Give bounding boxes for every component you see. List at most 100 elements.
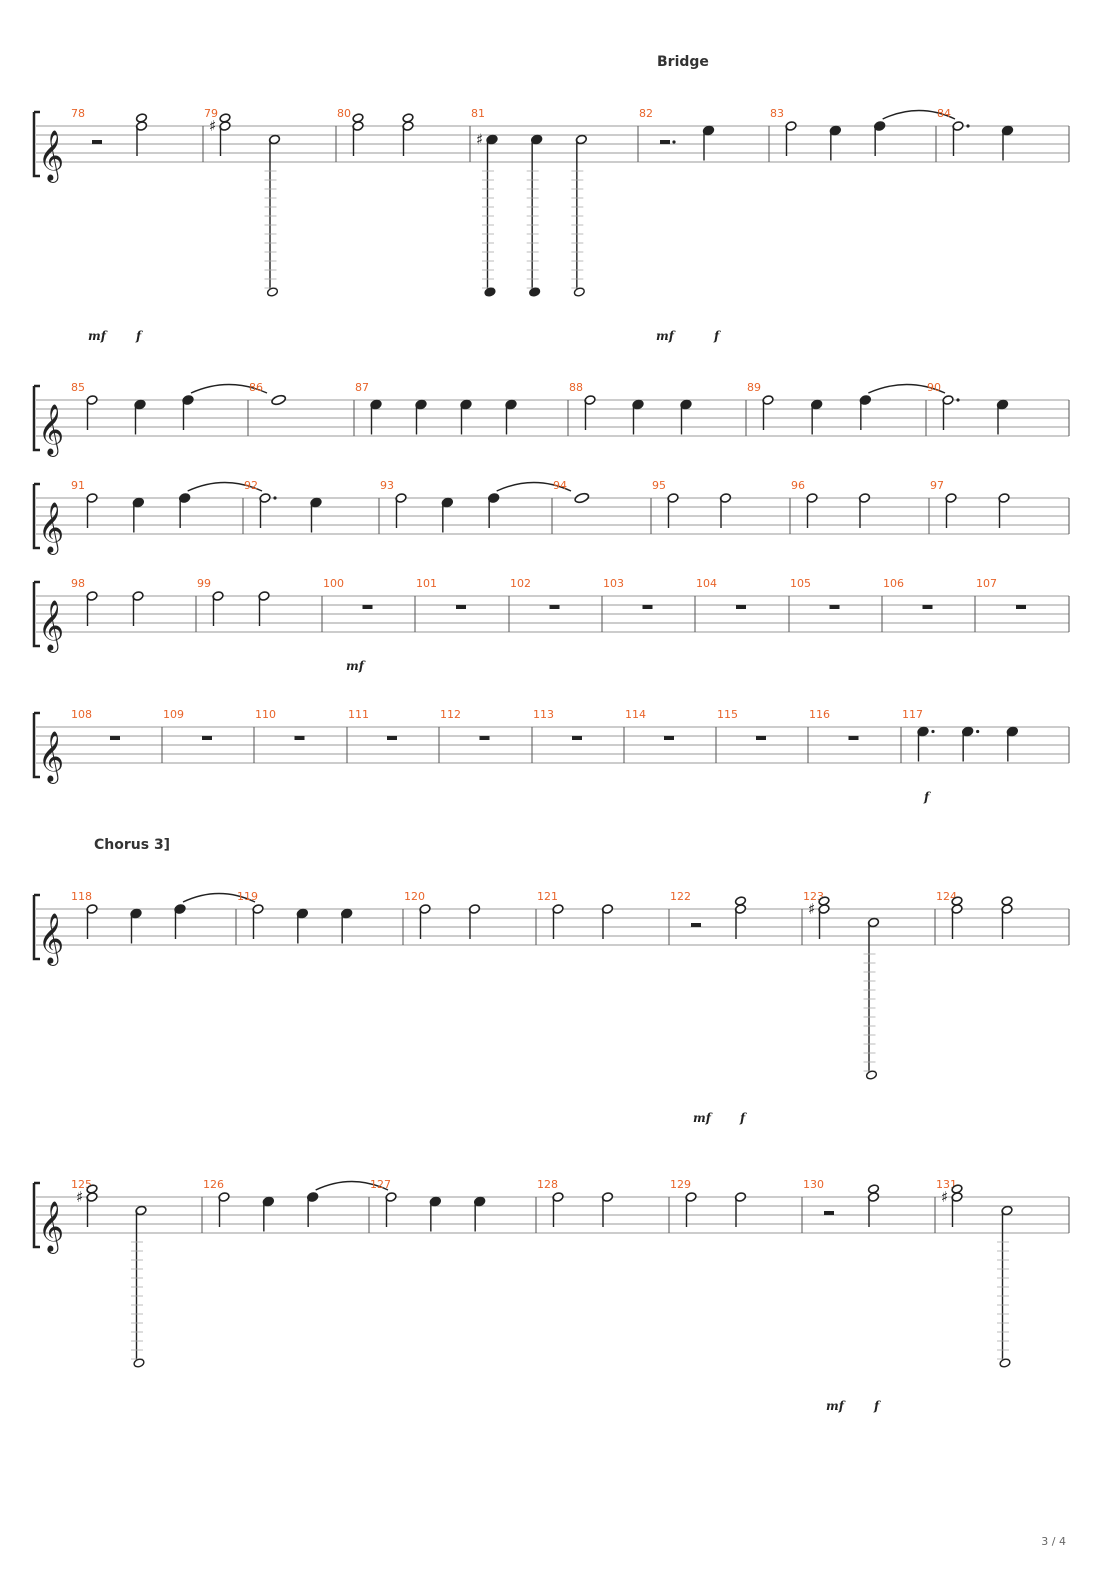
augmentation-dot	[956, 398, 960, 402]
note	[829, 125, 842, 161]
note	[385, 1192, 397, 1227]
measure-number: 106	[883, 577, 904, 590]
measure-number: 81	[471, 107, 485, 120]
measure-number: 93	[380, 479, 394, 492]
note	[395, 493, 407, 528]
note	[86, 493, 98, 528]
tie-curve	[882, 109, 956, 120]
note	[762, 395, 774, 430]
measure-number: 87	[355, 381, 369, 394]
rest-symbol	[549, 605, 560, 609]
note	[632, 399, 644, 435]
rest-symbol	[479, 736, 490, 740]
note	[131, 1205, 147, 1368]
augmentation-dot	[966, 124, 970, 128]
rest-symbol	[1016, 605, 1026, 609]
system-bracket	[32, 893, 40, 961]
note	[340, 908, 353, 944]
dynamic-marking: f	[713, 329, 721, 343]
note	[296, 908, 309, 944]
note	[135, 113, 148, 156]
system-bracket	[32, 580, 40, 648]
measure-number: 98	[71, 577, 85, 590]
measure-number: 80	[337, 107, 351, 120]
section-label-chorus-3: Chorus 3]	[94, 837, 171, 853]
note	[719, 493, 732, 528]
measure-number: 78	[71, 107, 85, 120]
note	[134, 399, 146, 435]
augmentation-dot	[976, 729, 980, 734]
note	[601, 904, 614, 939]
rest-symbol	[664, 736, 674, 740]
sharp-accidental: ♯	[808, 900, 815, 918]
measure-number: 103	[603, 577, 624, 590]
sharp-accidental: ♯	[476, 131, 483, 149]
rest-symbol	[824, 1211, 834, 1215]
dynamic-marking: f	[923, 790, 931, 804]
treble-clef-icon: 𝄞	[38, 502, 64, 555]
system-bracket	[32, 482, 40, 550]
note	[352, 113, 364, 156]
note	[130, 908, 142, 944]
tie-curve	[182, 892, 256, 903]
note	[734, 1192, 747, 1227]
treble-clef-icon: 𝄞	[38, 1201, 64, 1254]
measure-number: 100	[323, 577, 344, 590]
rest-symbol	[456, 605, 466, 609]
note	[601, 1192, 614, 1227]
measure-number: 84	[937, 107, 951, 120]
note	[1001, 125, 1014, 161]
note	[680, 399, 692, 435]
rest-symbol	[362, 605, 373, 609]
rest-symbol	[660, 140, 670, 144]
note	[667, 493, 679, 528]
sharp-accidental: ♯	[941, 1188, 948, 1206]
rest-symbol	[922, 605, 933, 609]
notehead	[484, 287, 496, 297]
note	[505, 399, 517, 435]
measure-number: 110	[255, 708, 276, 721]
measure-number: 116	[809, 708, 830, 721]
note	[370, 399, 382, 435]
dynamic-marking: mf	[826, 1399, 846, 1413]
note: ♯	[209, 113, 231, 156]
measure-number: 85	[71, 381, 85, 394]
measure-number: 79	[204, 107, 218, 120]
note	[264, 134, 281, 297]
note: ♯	[76, 1184, 98, 1227]
note	[859, 383, 946, 430]
measure-number: 86	[249, 381, 263, 394]
measure-number: 109	[163, 708, 184, 721]
note	[86, 591, 98, 626]
measure-number: 94	[553, 479, 567, 492]
measure-number: 111	[348, 708, 369, 721]
measure-number: 122	[670, 890, 691, 903]
note	[258, 591, 270, 626]
measure-number: 127	[370, 1178, 391, 1191]
measure-number: 131	[936, 1178, 957, 1191]
note	[468, 904, 481, 939]
note	[858, 493, 871, 528]
notehead	[133, 1358, 145, 1368]
rest-symbol	[202, 736, 212, 740]
note	[271, 394, 287, 406]
dynamic-marking: mf	[88, 329, 108, 343]
note	[174, 892, 256, 939]
measure-number: 112	[440, 708, 461, 721]
note	[419, 904, 431, 939]
treble-clef-icon: 𝄞	[38, 600, 64, 653]
measure-number: 101	[416, 577, 437, 590]
dynamic-marking: mf	[656, 329, 676, 343]
measure-number: 104	[696, 577, 717, 590]
notehead	[574, 492, 590, 504]
rest-symbol	[387, 736, 397, 740]
rest-symbol	[110, 736, 120, 740]
treble-clef-icon: 𝄞	[38, 404, 64, 457]
note	[259, 493, 277, 528]
notehead	[999, 1358, 1011, 1368]
rest-symbol	[92, 140, 102, 144]
